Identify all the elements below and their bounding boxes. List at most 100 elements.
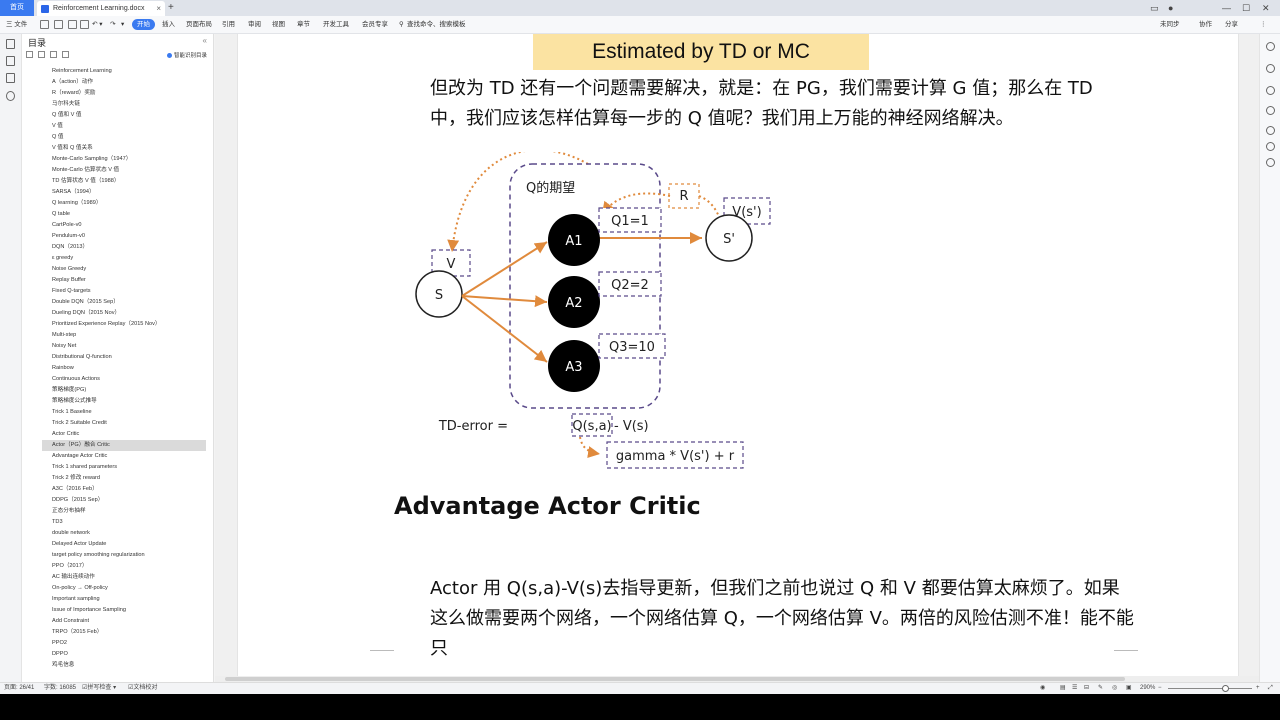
toc-item[interactable]: On-policy → Off-policy (52, 585, 108, 591)
toc-item[interactable]: target policy smoothing regularization (52, 552, 145, 558)
maximize-icon[interactable]: ☐ (1242, 3, 1251, 13)
find-icon[interactable] (6, 91, 15, 101)
toc-collapse-icon[interactable]: « (202, 36, 207, 45)
toc-item[interactable]: Rainbow (52, 365, 74, 371)
toc-item[interactable]: 正态分布抽样 (52, 508, 86, 514)
tab-document[interactable]: Reinforcement Learning.docx × (37, 1, 165, 16)
promote-icon[interactable] (50, 51, 57, 58)
proofread[interactable]: ☑文档校对 (128, 683, 157, 694)
toc-item[interactable]: Continuous Actions (52, 376, 100, 382)
toc-item[interactable]: Trick 1 Baseline (52, 409, 92, 415)
preview-icon[interactable] (68, 20, 77, 29)
smart-toc-button[interactable]: 智能识别目录 (166, 51, 207, 59)
select-icon[interactable] (1266, 64, 1275, 73)
scroll-thumb[interactable] (225, 677, 1125, 681)
zoom-slider[interactable] (1168, 688, 1252, 689)
toc-item[interactable]: TD3 (52, 519, 63, 525)
help-icon[interactable] (1266, 126, 1275, 135)
toc-item[interactable]: Add Constraint (52, 618, 90, 624)
search-icon[interactable]: ⚲ (399, 21, 404, 28)
pen-icon[interactable]: ✎ (1098, 685, 1104, 691)
collab-button[interactable]: 协作 (1199, 21, 1212, 28)
collapse-all-icon[interactable] (38, 51, 45, 58)
adjust-icon[interactable] (1266, 42, 1275, 51)
toc-item[interactable]: Q learning（1989） (52, 200, 102, 206)
shape-icon[interactable] (1266, 106, 1275, 115)
toc-item[interactable]: Dueling DQN（2015 Nov） (52, 310, 121, 316)
tab-member[interactable]: 会员专享 (362, 21, 388, 28)
toc-item[interactable]: Actor Critic (52, 431, 80, 437)
toc-item[interactable]: DDPG（2015 Sep） (52, 497, 104, 503)
toc-item[interactable]: Multi-step (52, 332, 77, 338)
zoom-out-icon[interactable]: − (1158, 685, 1162, 691)
tab-home[interactable]: 首页 (0, 0, 34, 16)
undo-icon[interactable]: ↶ ▾ (92, 21, 103, 28)
toc-item[interactable]: PPO2 (52, 640, 67, 646)
toc-item[interactable]: SARSA（1994） (52, 189, 95, 195)
web-view-icon[interactable]: ⊟ (1084, 685, 1090, 691)
toc-item[interactable]: ε greedy (52, 255, 74, 261)
toc-item[interactable]: Important sampling (52, 596, 100, 602)
new-tab-button[interactable]: + (168, 2, 174, 13)
toc-item[interactable]: DPPO (52, 651, 68, 657)
tab-section[interactable]: 章节 (297, 21, 310, 28)
toc-item[interactable]: double network (52, 530, 90, 536)
bookmark-icon[interactable] (6, 73, 15, 83)
command-search[interactable]: 查找命令、搜索模板 (407, 21, 466, 28)
save-icon[interactable] (40, 20, 49, 29)
toc-item[interactable]: Monte-Carlo 估算状态 V 值 (52, 167, 120, 173)
fit-icon[interactable]: ⤢ (1268, 685, 1273, 691)
toc-item[interactable]: CartPole-v0 (52, 222, 82, 228)
tab-view[interactable]: 视图 (272, 21, 285, 28)
toc-item[interactable]: A3C（2016 Feb） (52, 486, 98, 492)
tab-review[interactable]: 审阅 (248, 21, 261, 28)
toc-item[interactable]: Q table (52, 211, 71, 217)
tab-layout[interactable]: 页面布局 (186, 21, 212, 28)
toc-item[interactable]: Q 值 (52, 134, 64, 140)
toc-item[interactable]: Pendulum-v0 (52, 233, 85, 239)
toc-item[interactable]: Fixed Q-targets (52, 288, 91, 294)
close-icon[interactable]: × (156, 4, 161, 13)
redo-icon[interactable]: ↷ (110, 21, 116, 28)
toc-item[interactable]: Actor（PG）融合 Critic (42, 440, 206, 451)
toc-item[interactable]: Trick 2 Suitable Credit (52, 420, 107, 426)
toc-item[interactable]: DQN（2013） (52, 244, 89, 250)
toc-item[interactable]: Prioritized Experience Replay（2015 Nov） (52, 321, 161, 327)
demote-icon[interactable] (62, 51, 69, 58)
settings-icon[interactable] (1266, 142, 1275, 151)
toc-item[interactable]: Noisy Net (52, 343, 77, 349)
toc-item[interactable]: Trick 1 shared parameters (52, 464, 118, 470)
zoom-in-icon[interactable]: + (1256, 685, 1260, 691)
toc-item[interactable]: Monte-Carlo Sampling（1947） (52, 156, 132, 162)
toc-item[interactable]: PPO（2017） (52, 563, 88, 569)
minimize-icon[interactable]: — (1222, 3, 1231, 13)
style-icon[interactable] (1266, 86, 1275, 95)
avatar[interactable]: ● (1168, 3, 1174, 13)
toc-item[interactable]: 策略梯度公式推导 (52, 398, 97, 404)
zoom-slider-knob[interactable] (1222, 685, 1229, 692)
template-icon[interactable] (1266, 158, 1275, 167)
toc-item[interactable]: Distributional Q-function (52, 354, 112, 360)
toc-item[interactable]: Advantage Actor Critic (52, 453, 108, 459)
toc-item[interactable]: 马尔科夫链 (52, 101, 80, 107)
pages-nav-icon[interactable] (6, 56, 15, 66)
doc-icon[interactable]: ▣ (1126, 685, 1132, 691)
zoom-level[interactable]: 290% (1140, 685, 1156, 691)
print-icon[interactable] (54, 20, 63, 29)
menu-file[interactable]: 三 文件 (6, 21, 28, 28)
toc-item[interactable]: Trick 2 修改 reward (52, 475, 100, 481)
toc-item[interactable]: Noise Greedy (52, 266, 87, 272)
toc-item[interactable]: Issue of Importance Sampling (52, 607, 126, 613)
tab-start[interactable]: 开始 (132, 19, 155, 30)
page-view-icon[interactable]: ▤ (1060, 685, 1066, 691)
window-close-icon[interactable]: ✕ (1262, 3, 1270, 13)
toc-item[interactable]: TRPO（2015 Feb） (52, 629, 103, 635)
more-menu-icon[interactable]: ⋮ (1260, 21, 1267, 28)
toc-item[interactable]: 策略梯度(PG) (52, 387, 87, 393)
spell-check[interactable]: ☑拼写检查 ▾ (82, 685, 117, 691)
globe-icon[interactable]: ◎ (1112, 685, 1118, 691)
toc-nav-icon[interactable] (6, 39, 15, 49)
window-list-icon[interactable]: ▭ (1150, 3, 1159, 13)
toc-item[interactable]: A（action）动作 (52, 79, 94, 85)
toc-item[interactable]: V 值 (52, 123, 63, 129)
